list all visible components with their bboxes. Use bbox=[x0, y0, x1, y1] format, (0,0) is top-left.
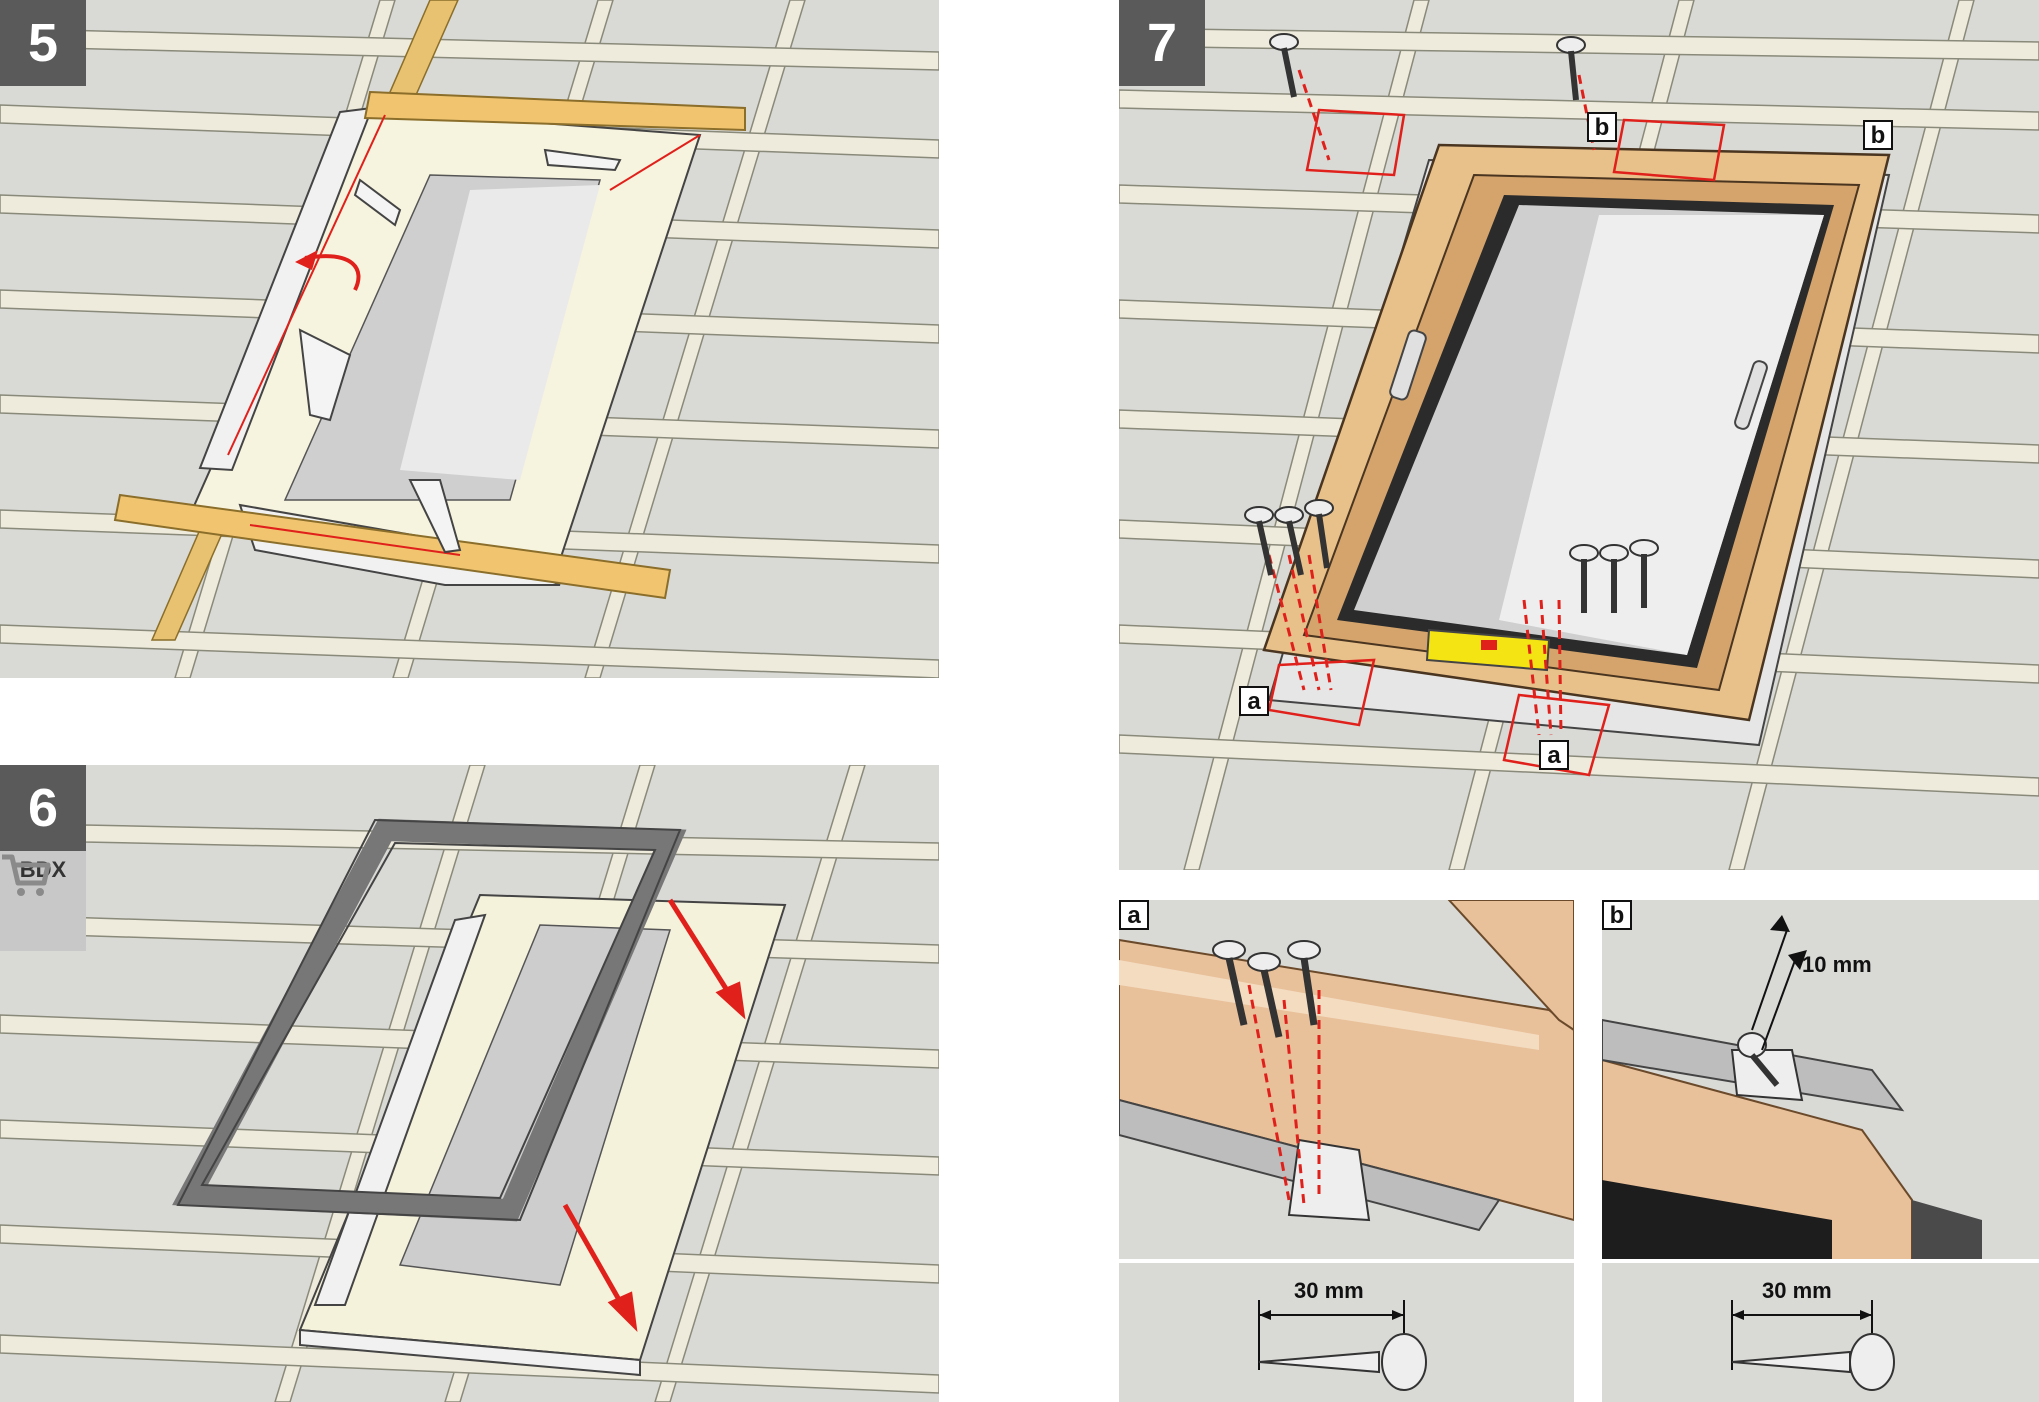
detail-a-screw-length: 30 mm bbox=[1294, 1278, 1364, 1303]
detail-b-label: b bbox=[1602, 900, 1632, 930]
screw-icon bbox=[1731, 1333, 1895, 1391]
shopping-cart-icon bbox=[2, 854, 51, 896]
step-6-panel: 6 BDX bbox=[0, 765, 939, 1402]
step-5-illustration bbox=[0, 0, 939, 678]
detail-a-panel: a 30 mm bbox=[1119, 900, 1574, 1402]
step-5-number: 5 bbox=[0, 0, 86, 86]
step-6-illustration bbox=[0, 765, 939, 1402]
detail-b-panel: b 10 mm 30 mm bbox=[1602, 900, 2039, 1402]
detail-a-illustration bbox=[1119, 900, 1574, 1402]
detail-b-offset-dimension: 10 mm bbox=[1802, 952, 1872, 977]
step-6-number: 6 bbox=[0, 765, 86, 851]
bdx-accessory-badge: BDX bbox=[0, 851, 86, 951]
detail-b-illustration bbox=[1602, 900, 2039, 1402]
detail-a-label: a bbox=[1119, 900, 1149, 930]
detail-b-screw-length: 30 mm bbox=[1762, 1278, 1832, 1303]
step-7-illustration bbox=[1119, 0, 2039, 870]
screw-icon bbox=[1244, 33, 1659, 613]
step-5-panel: 5 bbox=[0, 0, 939, 678]
step-7-panel: 7 b b a a bbox=[1119, 0, 2039, 870]
callout-b-top-right: b bbox=[1863, 120, 1893, 150]
step-7-number: 7 bbox=[1119, 0, 1205, 86]
callout-a-bottom-right: a bbox=[1539, 740, 1569, 770]
callout-b-top-left: b bbox=[1587, 112, 1617, 142]
screw-icon bbox=[1258, 1333, 1427, 1391]
callout-a-bottom-left: a bbox=[1239, 686, 1269, 716]
